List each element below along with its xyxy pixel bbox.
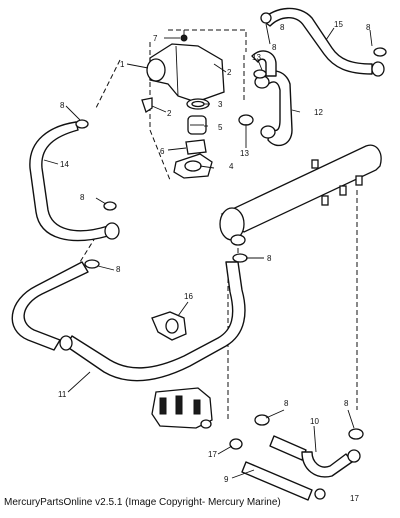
callout-10: 10 — [310, 417, 319, 426]
hose-14-end — [104, 222, 120, 240]
assembly-line-thermostat — [168, 29, 247, 52]
callout-2-top: 2 — [227, 68, 232, 77]
thermostat-housing — [149, 43, 225, 103]
callout-2-bottom: 2 — [167, 109, 172, 118]
callout-8-hose-12: 8 — [280, 23, 285, 32]
callout-17-left: 17 — [208, 450, 217, 459]
callout-3: 3 — [218, 100, 223, 109]
copyright-caption: MercuryPartsOnline v2.5.1 (Image Copyrig… — [4, 497, 281, 508]
callout-1: 1 — [120, 60, 125, 69]
screw — [141, 97, 153, 114]
callout-16: 16 — [184, 292, 193, 301]
manifold-outlet — [230, 234, 246, 246]
hose-10 — [301, 451, 353, 478]
callout-8-bottom-right: 8 — [344, 399, 349, 408]
callout-8-top-left: 8 — [272, 43, 277, 52]
callout-8-top-right: 8 — [366, 23, 371, 32]
callout-15: 15 — [334, 20, 343, 29]
assembly-line-14 — [94, 59, 121, 111]
hose-15-end — [371, 61, 385, 77]
assembly-line-11 — [79, 229, 101, 263]
callout-7: 7 — [153, 34, 158, 43]
hose-15 — [261, 7, 373, 75]
callout-13-bottom: 13 — [240, 149, 249, 158]
callout-8-center: 8 — [267, 254, 272, 263]
callout-14: 14 — [60, 160, 69, 169]
callout-8-left-middle: 8 — [80, 193, 85, 202]
hose-11-end — [59, 335, 73, 351]
hose-10-end — [347, 449, 361, 463]
callout-17-bottom: 17 — [350, 494, 359, 503]
hose-9 — [241, 461, 313, 501]
assembly-line-left — [149, 42, 171, 181]
hose-12-end-bottom — [260, 125, 276, 139]
callout-8-pump: 8 — [284, 399, 289, 408]
hose-9-short — [269, 435, 307, 461]
hose-14 — [29, 121, 109, 242]
callout-5: 5 — [218, 123, 223, 132]
callout-12: 12 — [314, 108, 323, 117]
callout-11: 11 — [58, 390, 67, 399]
thermostat-sleeve — [185, 139, 207, 155]
hose-11 — [11, 261, 89, 351]
callout-4: 4 — [229, 162, 234, 171]
callout-8-left-lower: 8 — [116, 265, 121, 274]
callout-8-left-upper: 8 — [60, 101, 65, 110]
housing-outlet — [146, 58, 166, 82]
hose-clamps — [75, 12, 387, 500]
manifold-body — [220, 144, 382, 233]
callout-9: 9 — [224, 475, 229, 484]
callout-6: 6 — [160, 147, 165, 156]
leader-lines — [43, 23, 373, 479]
callout-13-top: 13 — [252, 53, 261, 62]
